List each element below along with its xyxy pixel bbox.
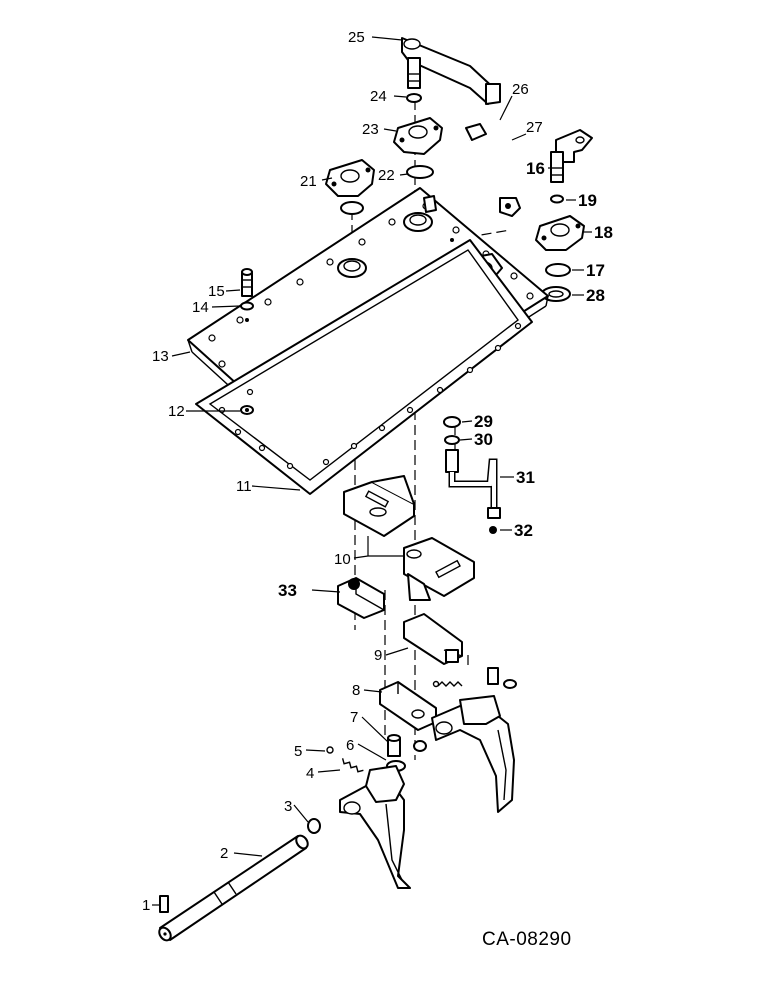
callout-29: 29 [474, 412, 493, 431]
part-12-bolt [240, 405, 254, 415]
callout-2: 2 [220, 845, 228, 862]
callout-23: 23 [362, 121, 379, 138]
part-10-interlock-plate-upper [343, 475, 415, 537]
part-28-ring [541, 286, 571, 302]
shift-fork-right [413, 695, 515, 813]
callout-25: 25 [348, 29, 365, 46]
callout-6: 6 [346, 737, 354, 754]
part-spring-right [432, 680, 463, 688]
callout-15: 15 [208, 283, 225, 300]
callout-32: 32 [514, 521, 533, 540]
callout-24: 24 [370, 88, 387, 105]
part-4-spring [341, 758, 364, 773]
part-19-washer [550, 194, 564, 204]
callout-3: 3 [284, 798, 292, 815]
callout-12: 12 [168, 403, 185, 420]
callout-11: 11 [236, 478, 252, 495]
part-3-washer [307, 818, 321, 834]
callout-10: 10 [334, 551, 351, 568]
part-26-27-breather-pipe [465, 123, 521, 217]
callout-26: 26 [512, 81, 529, 98]
callout-5: 5 [294, 743, 302, 760]
part-23-cover [393, 117, 443, 155]
callout-4: 4 [306, 765, 314, 782]
callout-19: 19 [578, 191, 597, 210]
callout-21: 21 [300, 173, 317, 190]
part-16-lever [550, 129, 593, 183]
part-22-o-ring [406, 165, 434, 179]
part-8-plate [379, 681, 437, 731]
part-5-ball [326, 746, 334, 754]
part-10-interlock-plate-lower [403, 537, 475, 601]
part-31-pipe [445, 449, 501, 519]
part-32-plug [489, 526, 497, 534]
part-pin-right [487, 667, 517, 689]
callout-14: 14 [192, 299, 209, 316]
callout-7: 7 [350, 709, 358, 726]
part-1-pin [159, 895, 169, 913]
part-15-stud [241, 268, 253, 297]
callout-30: 30 [474, 430, 493, 449]
part-17-ring [545, 263, 571, 277]
part-11-gasket [195, 239, 533, 495]
callout-13: 13 [152, 348, 169, 365]
part-29-washer [443, 416, 461, 428]
callout-28: 28 [586, 286, 605, 305]
callout-18: 18 [594, 223, 613, 242]
part-18-cover [535, 215, 585, 251]
part-7-pin [387, 734, 401, 757]
part-30-washer [444, 435, 460, 445]
callout-labels: 25 24 23 21 22 26 27 16 19 18 17 28 15 1… [142, 29, 613, 914]
callout-16: 16 [526, 159, 545, 178]
callout-27: 27 [526, 119, 543, 136]
part-2-shaft [158, 834, 309, 942]
callout-9: 9 [374, 647, 382, 664]
part-9-plate [403, 613, 463, 665]
callout-31: 31 [516, 468, 535, 487]
callout-33: 33 [278, 581, 297, 600]
part-21-cover [325, 159, 375, 215]
callout-17: 17 [586, 261, 605, 280]
callout-8: 8 [352, 682, 360, 699]
drawing-code: CA-08290 [482, 929, 572, 950]
part-24-washer [406, 93, 422, 103]
part-14-washer [240, 301, 254, 322]
leader-lines [152, 36, 592, 906]
callout-1: 1 [142, 897, 150, 914]
part-25-shift-lever [401, 37, 501, 105]
callout-22: 22 [378, 167, 395, 184]
shift-fork-left [339, 765, 411, 889]
part-33-block [337, 577, 385, 619]
